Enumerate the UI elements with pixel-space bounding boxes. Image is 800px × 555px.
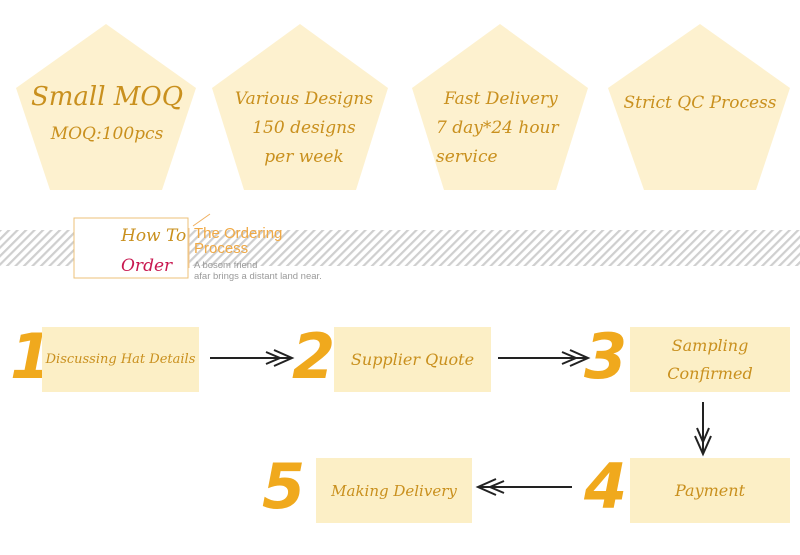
- feature-strict-qc: Strict QC Process: [612, 92, 788, 115]
- feature-detail: MOQ:100pcs: [50, 124, 164, 145]
- arrow-4-to-5: [475, 478, 572, 496]
- step-number-5: 5: [262, 450, 306, 523]
- heading-order: Order: [121, 256, 173, 276]
- step-4-box: Payment: [630, 458, 790, 523]
- step-3-box: Sampling Confirmed: [630, 327, 790, 392]
- heading-divider: [192, 213, 211, 227]
- step-label: Making Delivery: [331, 481, 457, 500]
- feature-fast-delivery: Fast Delivery 7 day*24 hour service: [426, 88, 586, 169]
- step-number-3: 3: [584, 320, 628, 393]
- feature-detail: per week: [264, 146, 344, 167]
- step-2-box: Supplier Quote: [334, 327, 491, 392]
- pentagon-strict-qc: [608, 24, 790, 190]
- feature-title: Small MOQ: [30, 82, 184, 112]
- section-tagline: A bosom friend afar brings a distant lan…: [194, 260, 322, 282]
- step-number-4: 4: [584, 450, 628, 523]
- heading-box: [73, 217, 189, 279]
- feature-detail: 150 designs: [252, 117, 356, 138]
- step-label: Sampling Confirmed: [667, 336, 753, 383]
- step-5-box: Making Delivery: [316, 458, 472, 523]
- step-label: Payment: [675, 481, 745, 500]
- section-title: The Ordering Process: [194, 226, 282, 256]
- section-title-line: The Ordering: [194, 225, 283, 242]
- feature-detail: 7 day*24 hour: [436, 117, 559, 138]
- pentagon-small-moq: [16, 24, 196, 190]
- feature-detail: service: [436, 146, 498, 167]
- arrow-2-to-3: [498, 349, 591, 367]
- heading-how-to: How To: [121, 226, 187, 246]
- arrow-1-to-2: [210, 349, 295, 367]
- step-label: Discussing Hat Details: [45, 352, 196, 367]
- feature-small-moq: Small MOQ MOQ:100pcs: [22, 80, 192, 146]
- step-1-box: Discussing Hat Details: [42, 327, 199, 392]
- section-title-line: Process: [194, 240, 249, 257]
- tagline-line: afar brings a distant land near.: [194, 271, 322, 282]
- step-label: Supplier Quote: [350, 350, 475, 369]
- tagline-line: A bosom friend: [194, 260, 258, 271]
- feature-title: Fast Delivery: [444, 89, 558, 109]
- arrow-3-to-4: [694, 402, 712, 457]
- step-number-2: 2: [292, 320, 336, 393]
- pentagon-various-designs: [212, 24, 388, 190]
- feature-title: Strict QC Process: [623, 93, 777, 113]
- feature-various-designs: Various Designs 150 designs per week: [224, 88, 384, 169]
- pentagon-fast-delivery: [412, 24, 588, 190]
- feature-title: Various Designs: [234, 89, 374, 109]
